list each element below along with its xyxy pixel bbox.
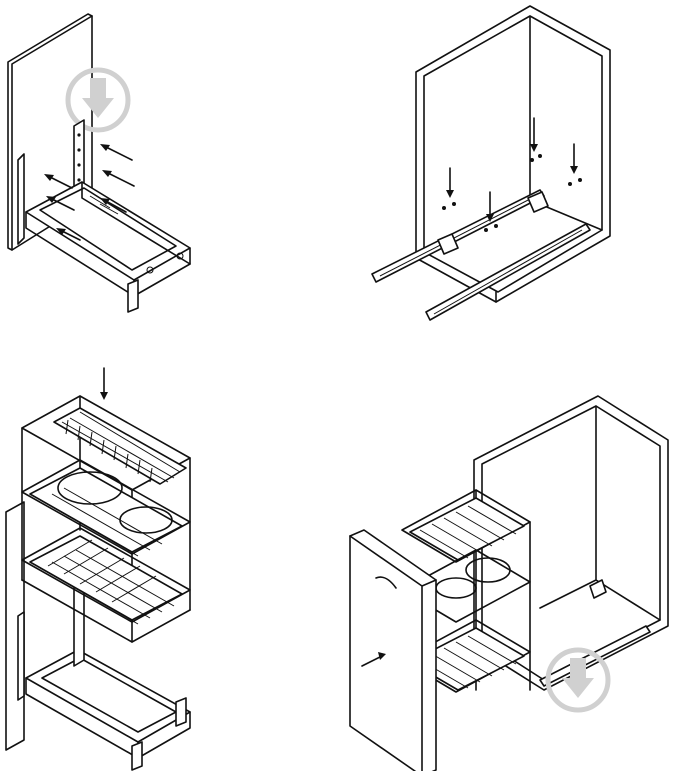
step-2-panel	[340, 0, 677, 330]
step-1-panel	[0, 0, 340, 320]
front-door-panel	[349, 529, 437, 771]
cabinet-box	[415, 5, 611, 303]
three-tier-basket	[21, 395, 191, 643]
step-1-drawing	[7, 13, 191, 313]
arrow	[56, 228, 81, 241]
step-2-drawing	[371, 5, 611, 321]
arrow	[100, 198, 127, 213]
push-arrow	[361, 652, 386, 667]
down-arrow	[100, 367, 108, 400]
arrow	[442, 167, 456, 210]
download-drop-icon	[545, 647, 611, 713]
arrow	[102, 170, 135, 187]
drawer-slide-right	[425, 191, 591, 321]
arrow	[46, 196, 75, 211]
insert-arrows	[44, 144, 135, 241]
screw-arrows	[442, 117, 582, 232]
step-4-drawing	[349, 395, 669, 771]
door-handle	[375, 576, 397, 589]
step-3-drawing	[5, 367, 191, 771]
download-drop-icon	[65, 67, 131, 133]
arrow	[100, 144, 133, 161]
drawer-slide-left	[371, 189, 545, 283]
arrow	[484, 191, 498, 232]
base-frame	[25, 649, 191, 771]
three-tier-basket	[401, 489, 531, 693]
step-3-panel	[0, 360, 340, 771]
arrow	[568, 143, 582, 186]
arrow	[44, 174, 73, 189]
front-bracket	[17, 611, 25, 701]
step-4-panel	[340, 390, 677, 771]
front-bracket	[17, 153, 25, 245]
arrow	[530, 117, 542, 162]
